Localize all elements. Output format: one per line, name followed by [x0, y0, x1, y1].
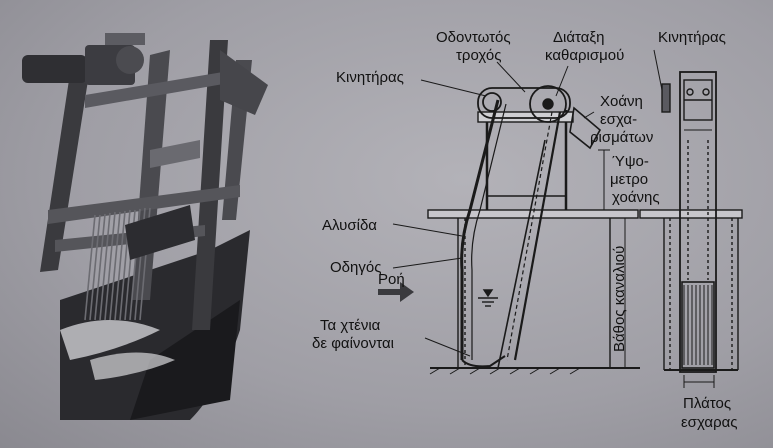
diagram-labels: Κινητήρας Οδοντωτός τροχός Διάταξη καθαρ… [312, 29, 738, 431]
label-hopper-2: εσχα- [600, 111, 637, 128]
bar-screen-illustration [22, 33, 268, 420]
label-chain: Αλυσίδα [322, 217, 377, 234]
label-hopper-height-2: μετρο [610, 171, 648, 188]
label-motor-left: Κινητήρας [336, 69, 404, 86]
side-section [427, 85, 640, 375]
front-section [639, 71, 743, 388]
label-hopper-height-3: χοάνης [612, 189, 660, 206]
label-combs-1: Τα χτένια [320, 317, 381, 334]
label-hopper-1: Χοάνη [600, 93, 643, 110]
label-motor-right: Κινητήρας [658, 29, 726, 46]
label-combs-2: δε φαίνονται [312, 335, 394, 352]
label-hopper-3: ρισμάτων [590, 129, 653, 146]
label-cleaning-2: καθαρισμού [545, 47, 624, 64]
label-hopper-height-1: Ύψο- [612, 153, 649, 170]
label-channel-depth: Βάθος καναλιού [611, 246, 628, 352]
flow-arrow [378, 282, 414, 302]
label-cleaning-1: Διάταξη [553, 29, 604, 46]
leader-lines [392, 49, 663, 357]
label-screen-width-1: Πλάτος [683, 395, 731, 412]
label-flow: Ροή [378, 271, 405, 288]
label-gear-1: Οδοντωτός [436, 29, 511, 46]
label-guide: Οδηγός [330, 259, 381, 276]
label-gear-2: τροχός [456, 47, 501, 64]
label-screen-width-2: εσχαρας [681, 414, 738, 431]
